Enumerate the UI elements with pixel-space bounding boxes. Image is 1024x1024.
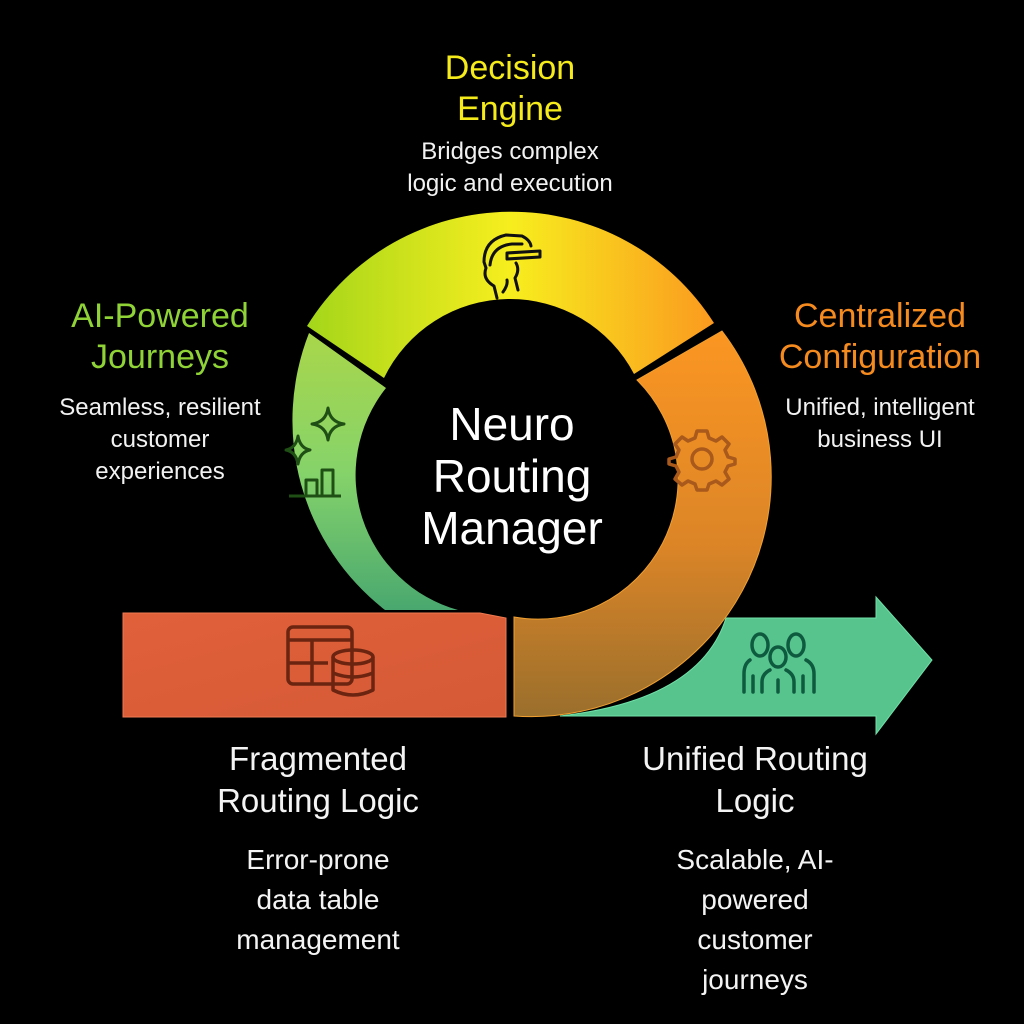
hub-title-line2: Routing <box>432 450 592 502</box>
head-with-visor-icon <box>482 233 542 300</box>
ring-segment-centralized <box>513 330 772 718</box>
hub-title-line1: Neuro <box>449 398 575 450</box>
ai-powered-title-line1: AI-Powered <box>71 297 249 335</box>
ai-powered-desc-line1: Seamless, resilient <box>59 394 261 421</box>
fragmented-desc-line1: Error-prone <box>246 844 390 875</box>
sparkles-bar-chart-icon <box>284 406 346 498</box>
fragmented-desc-line3: management <box>236 924 400 955</box>
ai-powered-label: AI-Powered Journeys Seamless, resilient … <box>20 296 300 488</box>
centralized-desc-line2: business UI <box>817 426 943 453</box>
centralized-label: Centralized Configuration Unified, intel… <box>740 296 1020 456</box>
ai-powered-desc-line2: customer <box>110 426 210 453</box>
centralized-desc-line1: Unified, intelligent <box>785 394 975 421</box>
unified-desc-line4: journeys <box>702 964 808 995</box>
fragmented-title-line1: Fragmented <box>229 740 407 777</box>
decision-engine-desc-line1: Bridges complex <box>421 138 599 165</box>
fragmented-bar <box>122 612 507 718</box>
decision-engine-label: Decision Engine Bridges complex logic an… <box>340 48 680 200</box>
decision-engine-desc-line2: logic and execution <box>407 170 613 197</box>
ring-segment-decision-engine <box>307 211 714 378</box>
ai-powered-title-line2: Journeys <box>91 338 229 376</box>
unified-desc-line3: customer <box>697 924 813 955</box>
fragmented-desc-line2: data table <box>256 884 380 915</box>
unified-desc-line1: Scalable, AI- <box>676 844 834 875</box>
gear-icon <box>667 429 737 492</box>
table-database-icon <box>286 625 375 697</box>
centralized-title-line2: Configuration <box>778 338 982 376</box>
centralized-title-line1: Centralized <box>794 297 966 335</box>
decision-engine-title-line1: Decision <box>444 49 576 87</box>
people-group-icon <box>742 632 816 694</box>
unified-title-line2: Logic <box>715 782 795 819</box>
hub-circle <box>372 334 652 614</box>
unified-label: Unified Routing Logic Scalable, AI- powe… <box>600 738 910 1000</box>
fragmented-title-line2: Routing Logic <box>217 782 419 819</box>
fragmented-label: Fragmented Routing Logic Error-prone dat… <box>168 738 468 960</box>
unified-desc-line2: powered <box>701 884 809 915</box>
unified-title-line1: Unified Routing <box>642 740 868 777</box>
decision-engine-title-line2: Engine <box>457 90 563 128</box>
ring-segment-ai-powered <box>292 333 458 610</box>
ai-powered-desc-line3: experiences <box>95 458 225 485</box>
hub-title: Neuro Routing Manager <box>372 398 652 554</box>
hub-title-line3: Manager <box>421 502 603 554</box>
